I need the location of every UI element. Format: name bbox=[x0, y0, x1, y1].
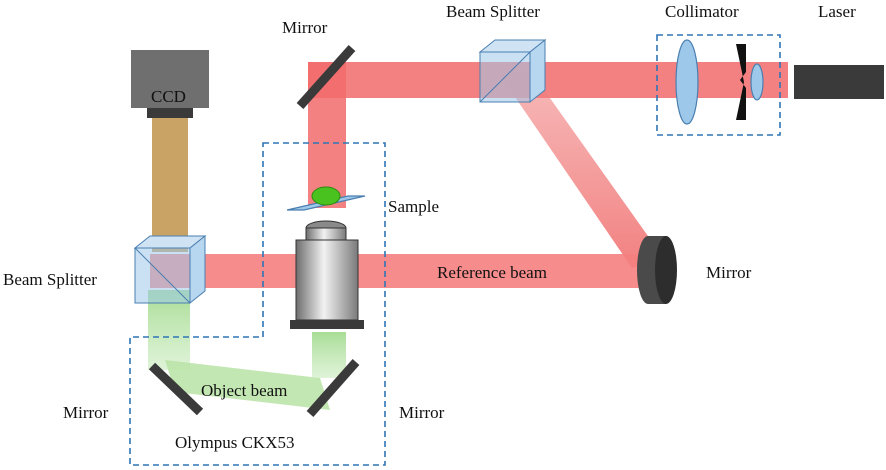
collimator-dashed-box bbox=[656, 34, 781, 136]
object-beam-label: Object beam bbox=[201, 381, 287, 400]
mirror-bottom-left bbox=[148, 362, 204, 416]
mirror-bottom-right bbox=[306, 359, 360, 417]
mirror-top-label: Mirror bbox=[282, 18, 328, 37]
laser-body bbox=[794, 65, 884, 99]
reference-beam-label: Reference beam bbox=[437, 263, 547, 282]
ccd-mount bbox=[147, 108, 193, 118]
ccd-body bbox=[131, 50, 209, 108]
collimator-pinhole bbox=[736, 44, 746, 120]
laser-beam-vertical bbox=[308, 62, 346, 208]
laser-label: Laser bbox=[818, 2, 856, 21]
object-beam-vertical-right bbox=[312, 332, 346, 378]
ccd-label: CCD bbox=[151, 87, 186, 106]
mirror-bottom-left-label: Mirror bbox=[63, 403, 109, 422]
collimator-lens-large bbox=[675, 39, 699, 125]
laser-beam-horizontal bbox=[308, 62, 788, 98]
diagonal-beam bbox=[500, 70, 665, 268]
sample-specimen bbox=[311, 186, 341, 206]
microscope-label: Olympus CKX53 bbox=[175, 433, 294, 452]
mirror-top bbox=[296, 44, 356, 110]
ccd-beam bbox=[152, 118, 188, 252]
reference-beam bbox=[150, 254, 650, 288]
sample-label: Sample bbox=[388, 197, 439, 216]
beam-splitter-left bbox=[133, 234, 207, 305]
mirror-right bbox=[637, 236, 677, 304]
collimator-lens-small bbox=[750, 63, 764, 101]
microscope-dashed-outline bbox=[129, 142, 386, 466]
mirror-right-label: Mirror bbox=[706, 263, 752, 282]
objective-lens bbox=[290, 220, 364, 329]
object-beam-diagonal bbox=[165, 360, 330, 410]
collimator-label: Collimator bbox=[665, 2, 739, 21]
beam-splitter-top bbox=[478, 38, 547, 104]
mirror-bottom-right-label: Mirror bbox=[399, 403, 445, 422]
beam-splitter-top-label: Beam Splitter bbox=[446, 2, 540, 21]
beam-splitter-left-label: Beam Splitter bbox=[3, 270, 97, 289]
